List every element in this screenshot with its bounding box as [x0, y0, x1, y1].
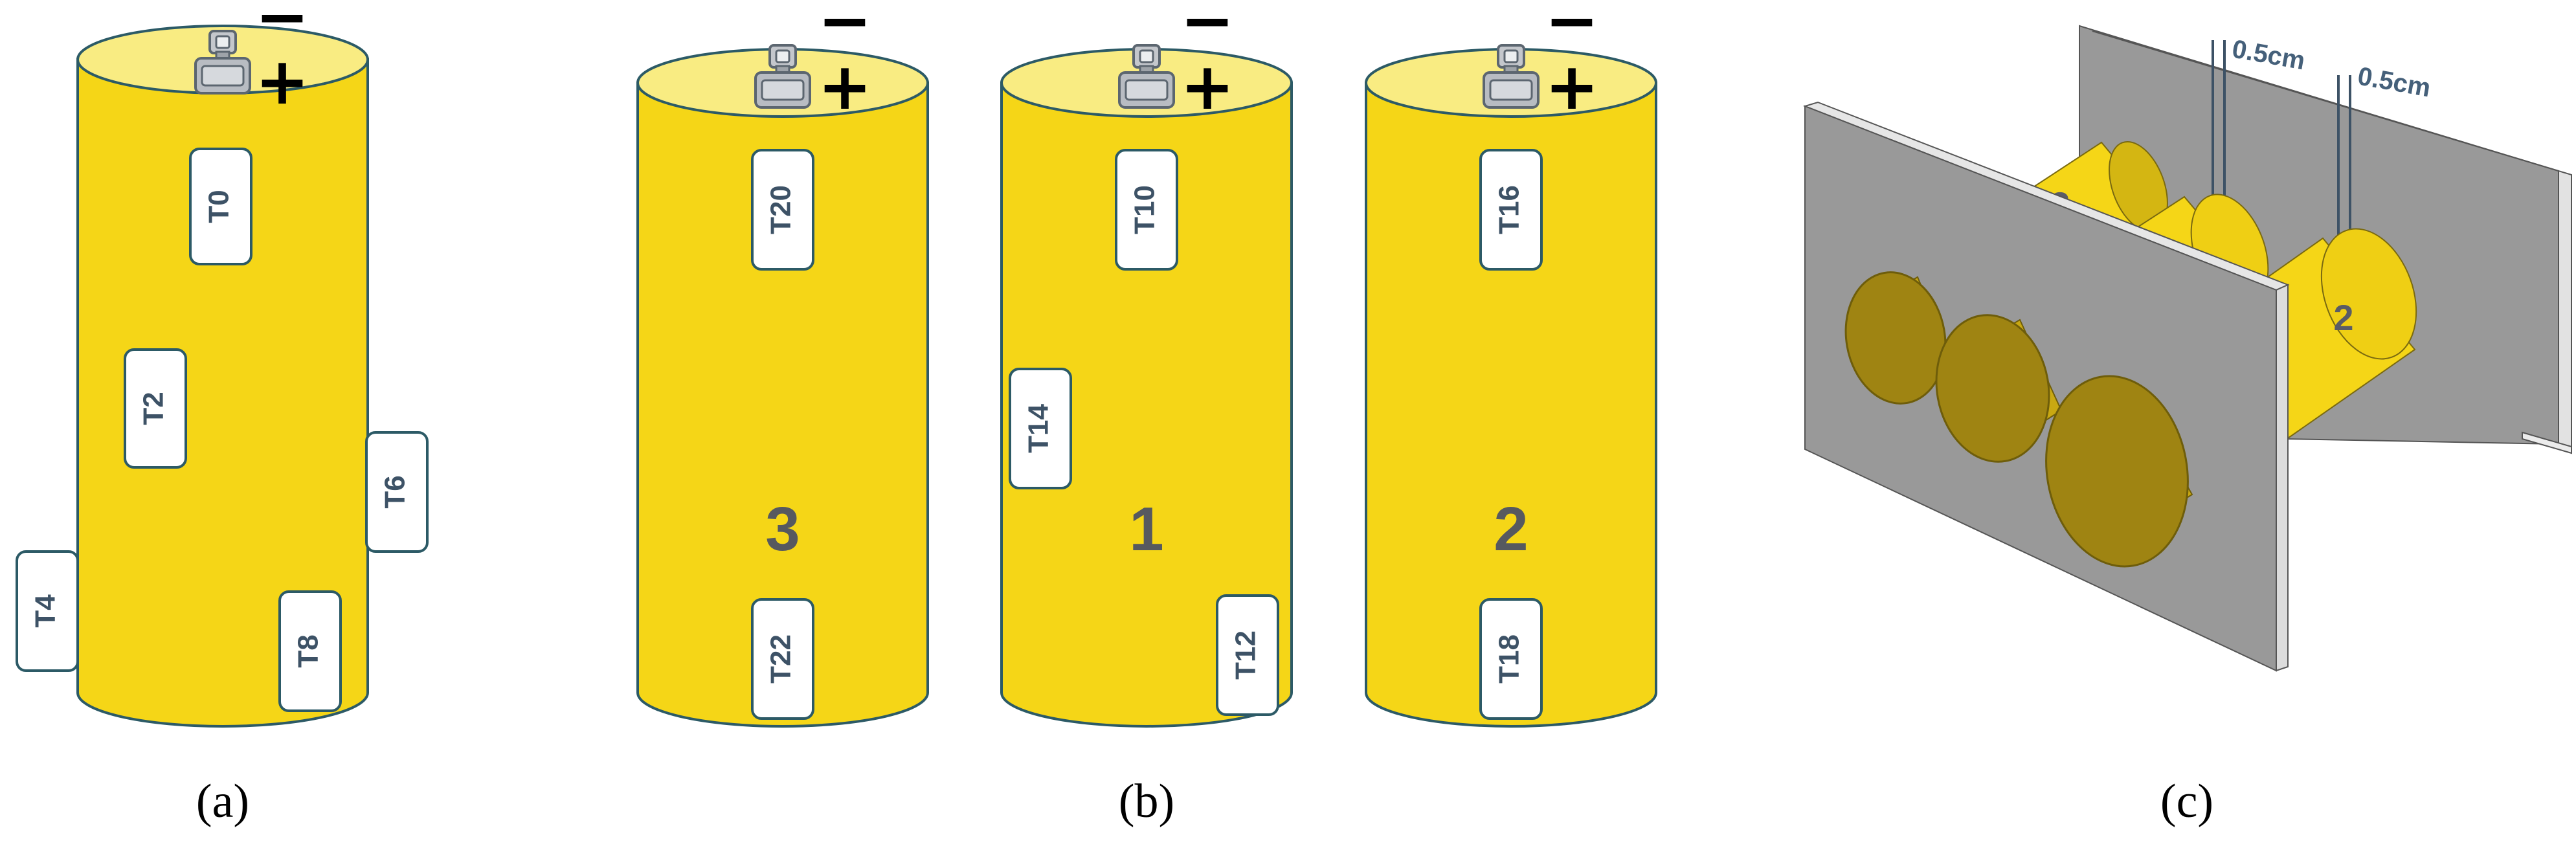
- sensor-label: T14: [1023, 404, 1055, 453]
- negative-sign: −: [1180, 0, 1235, 58]
- negative-sign: −: [1545, 0, 1599, 58]
- spacing-markers: [2212, 40, 2351, 258]
- sensor-label: T12: [1230, 630, 1262, 680]
- negative-sign: −: [255, 0, 309, 54]
- sensor-T14: T14: [1009, 368, 1072, 489]
- sensor-T6: T6: [365, 431, 429, 553]
- panel-label-a: (a): [196, 775, 249, 828]
- sensor-T22: T22: [751, 598, 814, 720]
- cell-number: 3: [765, 495, 800, 564]
- cell-body: [76, 58, 369, 728]
- sensor-T12: T12: [1216, 594, 1279, 716]
- cell-number: 2: [1494, 495, 1528, 564]
- spacing-label-2: 0.5cm: [2355, 62, 2432, 103]
- sensor-label: T22: [765, 634, 797, 684]
- positive-sign: +: [1180, 49, 1235, 124]
- spacing-label-1: 0.5cm: [2230, 35, 2307, 76]
- sensor-label: T20: [765, 185, 797, 234]
- panel-label-b: (b): [1119, 775, 1174, 828]
- sensor-label: T0: [203, 190, 235, 223]
- cell-body: [1000, 82, 1293, 728]
- sensor-T8: T8: [278, 590, 342, 712]
- sensor-T2: T2: [124, 348, 187, 469]
- cell-end-2: [2045, 375, 2193, 568]
- cell-2: − + T16 2 T18: [1365, 0, 1657, 728]
- cell-1: − + T10 T14 1 T12: [1000, 0, 1293, 728]
- sensor-label: T2: [138, 392, 170, 425]
- panel-a: − + T0 T2 T6 T4 T8 (a): [16, 0, 429, 828]
- sensor-T10: T10: [1115, 149, 1178, 271]
- positive-sign: +: [818, 49, 872, 124]
- negative-sign: −: [818, 0, 872, 58]
- cell-number: 1: [1129, 495, 1163, 564]
- sensor-T16: T16: [1479, 149, 1543, 271]
- cell-end-1: [1935, 314, 2063, 463]
- cell-a: − +: [76, 0, 369, 728]
- cell-body: [1365, 82, 1657, 728]
- sensor-label: T8: [293, 634, 324, 667]
- sensor-T4: T4: [16, 550, 79, 672]
- positive-sign: +: [1545, 49, 1599, 124]
- cell-3: − + T20 3 T22: [636, 0, 929, 728]
- cell-body: [636, 82, 929, 728]
- sensor-label: T10: [1129, 185, 1161, 234]
- sensor-label: T18: [1494, 634, 1525, 684]
- sensor-label: T16: [1494, 185, 1525, 234]
- sensor-label: T4: [30, 594, 62, 628]
- sensor-T20: T20: [751, 149, 814, 271]
- panel-label-c: (c): [2160, 775, 2213, 828]
- panel-c: 0.5cm 0.5cm 3 1 2: [1802, 25, 2572, 828]
- panel-b: − + T20 3 T22 − + T10: [636, 0, 1657, 828]
- cell-end-3: [1844, 271, 1954, 405]
- sensor-label: T6: [379, 475, 411, 508]
- positive-sign: +: [255, 43, 309, 119]
- sensor-T0: T0: [189, 148, 252, 265]
- cell-number: 2: [2333, 297, 2353, 338]
- sensor-T18: T18: [1479, 598, 1543, 720]
